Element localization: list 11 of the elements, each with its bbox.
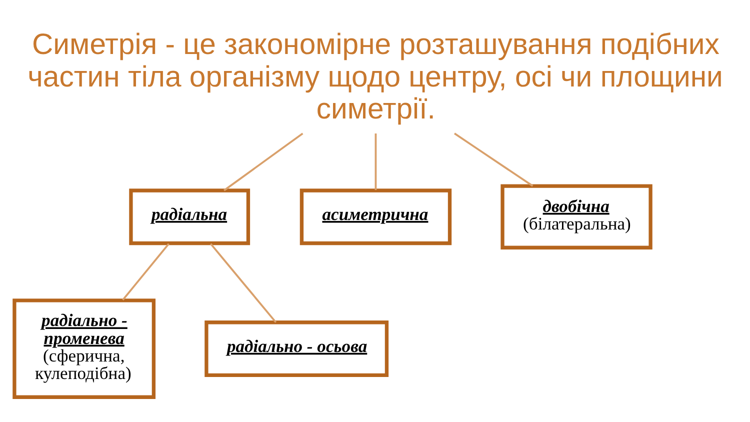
connector: [374, 133, 377, 190]
node-box: асиметрична: [300, 188, 452, 246]
node-box: радіально - осьова: [204, 320, 389, 377]
node-box: радіальна: [129, 188, 250, 246]
connector: [454, 132, 534, 187]
connector: [224, 132, 304, 192]
node-box: двобічна (білатеральна): [500, 184, 652, 250]
node-box: радіально - променева (сферична, кулеподібна): [12, 298, 156, 399]
connector: [122, 243, 170, 301]
connector: [210, 243, 277, 323]
node-text: Симетрія - це закономірне розташування подібних частин тіла організму щодо центру, осі чи площини симетрії.: [28, 28, 723, 126]
